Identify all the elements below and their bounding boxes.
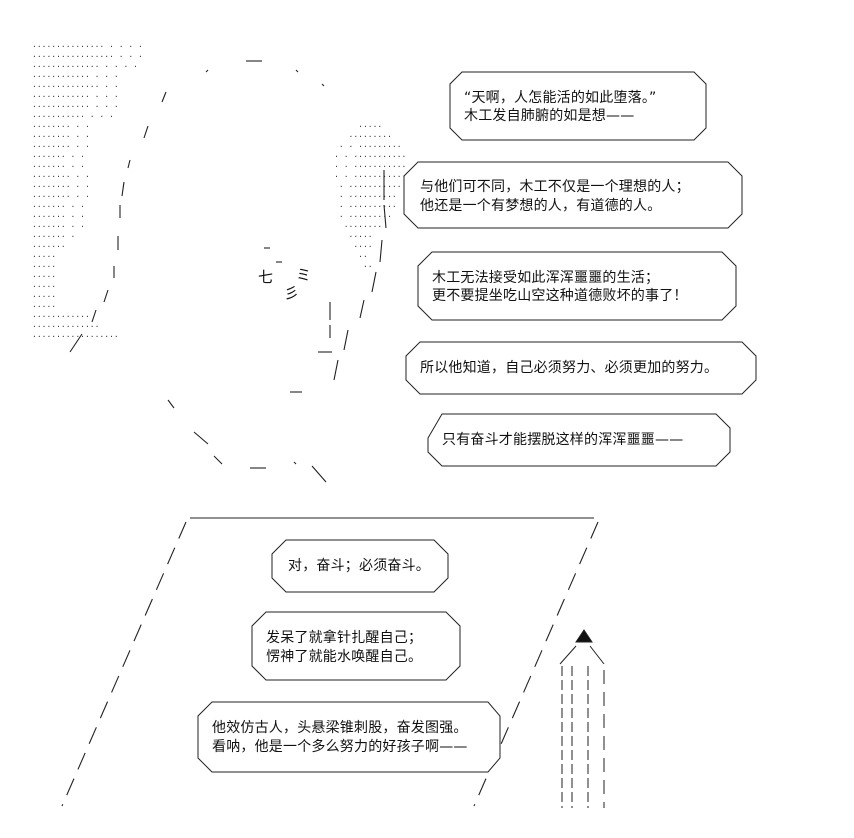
shading-texture: ............... . . . . ................… bbox=[32, 40, 143, 339]
speech-bubble-1 bbox=[449, 71, 707, 141]
bubble-2-line-1: 与他们可不同，木工不仅是一个理想的人； bbox=[420, 179, 690, 195]
pencil-drawing bbox=[559, 629, 605, 808]
head-left-stroke bbox=[161, 91, 167, 103]
bubble-1-line-1: “天啊，人怎能活的如此堕落。” bbox=[464, 90, 657, 106]
bubble-3-line-2: 更不要提坐吃山空这种道德败坏的事了！ bbox=[432, 288, 688, 304]
bubble-2-line-2: 他还是一个有梦想的人，有道德的人。 bbox=[420, 198, 662, 214]
speech-bubble-6 bbox=[271, 539, 449, 593]
bubble-5-line-1: 只有奋斗才能摆脱这样的浑浑噩噩—— bbox=[442, 432, 684, 448]
bubble-8-line-2: 看呐，他是一个多么努力的好孩子啊—— bbox=[212, 739, 468, 755]
shading-texture-right: ..... ......... . . ......... . . ......… bbox=[334, 120, 407, 269]
speech-bubble-8 bbox=[197, 701, 501, 773]
frame-left bbox=[61, 521, 187, 807]
bubble-1-line-2: 木工发自肺腑的如是想—— bbox=[464, 108, 635, 124]
bubble-4-line-1: 所以他知道，自己必须努力、必须更加的努力。 bbox=[420, 360, 719, 376]
speech-bubble-5 bbox=[427, 413, 731, 467]
bubble-8-line-1: 他效仿古人，头悬梁锥刺股，奋发图强。 bbox=[212, 720, 468, 736]
speech-bubble-3 bbox=[417, 251, 737, 321]
speech-bubble-2 bbox=[403, 161, 743, 229]
bubble-3-line-1: 木工无法接受如此浑浑噩噩的生活； bbox=[432, 270, 660, 286]
bubble-6-line-1: 对，奋斗；必须奋斗。 bbox=[288, 558, 430, 574]
speech-bubble-7 bbox=[251, 611, 461, 681]
face-mark-mid: ミ bbox=[296, 266, 312, 284]
bubble-7-line-2: 愣神了就能水唤醒自己。 bbox=[266, 649, 423, 665]
bubble-7-line-1: 发呆了就拿针扎醒自己； bbox=[266, 630, 423, 646]
face-mark-right: 彡 bbox=[284, 284, 300, 302]
face-mark-left: 七 bbox=[258, 268, 274, 286]
speech-bubble-4 bbox=[405, 341, 757, 395]
